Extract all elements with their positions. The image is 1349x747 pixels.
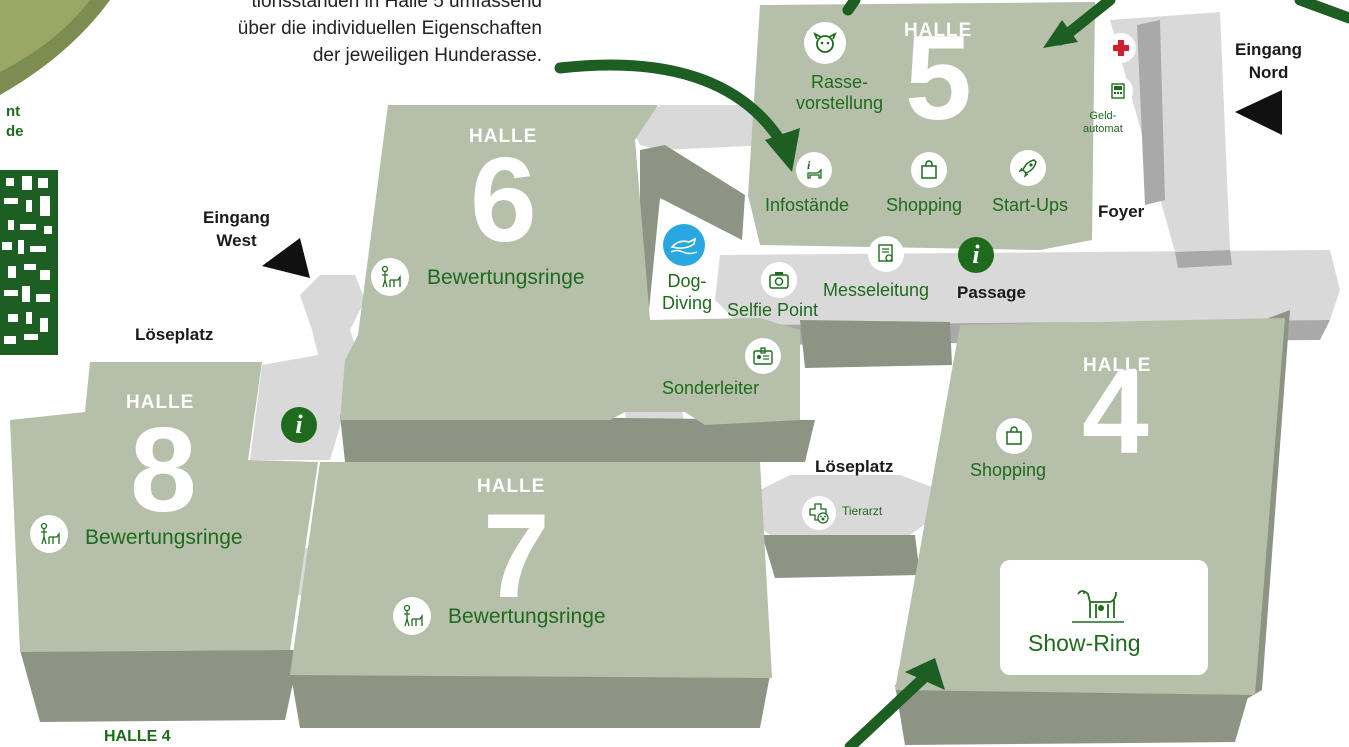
hall6-label: HALLE — [469, 126, 538, 147]
geld-label: Geld- automat — [1083, 110, 1123, 135]
north-entrance-marker — [1235, 90, 1282, 135]
hall8-label: HALLE — [126, 392, 195, 413]
handler-dog-icon[interactable] — [393, 597, 431, 635]
loeseplatz-left-label: Löseplatz — [135, 325, 214, 344]
shopping-bag-icon[interactable] — [996, 418, 1032, 454]
bewertung6-label: Bewertungsringe — [427, 266, 585, 289]
shopping4-label: Shopping — [970, 460, 1047, 480]
info-dog-icon[interactable]: i — [796, 152, 832, 188]
showring-label: Show-Ring — [1028, 630, 1141, 656]
startups-label: Start-Ups — [992, 195, 1069, 215]
rocket-icon[interactable] — [1010, 150, 1046, 186]
entrance-west-label: Eingang West — [203, 208, 271, 250]
hall8-number: 8 — [130, 403, 197, 537]
hall7-label: HALLE — [477, 476, 546, 497]
dog-face-icon[interactable] — [804, 22, 846, 64]
handler-dog-icon[interactable] — [371, 258, 409, 296]
bewertung8-label: Bewertungsringe — [85, 526, 243, 549]
diving-dog-icon[interactable] — [663, 224, 705, 266]
show-dog-icon — [1070, 580, 1126, 626]
shopping5-label: Shopping — [886, 195, 963, 215]
infostaende-label: Infostände — [765, 195, 850, 215]
atm-icon[interactable] — [1103, 76, 1133, 106]
camera-icon[interactable] — [761, 262, 797, 298]
selfie-label: Selfie Point — [727, 300, 819, 320]
sonderleiter-label: Sonderleiter — [662, 378, 760, 398]
entrance-north-label: Eingang Nord — [1235, 40, 1303, 82]
handler-dog-icon[interactable] — [30, 515, 68, 553]
direction-arrows — [554, 0, 1349, 747]
passage-label: Passage — [957, 283, 1026, 302]
hall4-number: 4 — [1082, 345, 1149, 479]
tierarzt-label: Tierarzt — [842, 504, 883, 518]
show-ring-box[interactable] — [1000, 560, 1208, 675]
west-entrance-marker — [262, 238, 310, 278]
info-icon[interactable]: i — [958, 237, 994, 273]
messeleitung-label: Messeleitung — [823, 280, 930, 300]
loeseplatz-mid-label: Löseplatz — [815, 457, 894, 476]
intro-text: tionsständen in Halle 5 umfassend über d… — [237, 0, 542, 66]
vet-cross-icon[interactable] — [802, 496, 836, 530]
foyer-label: Foyer — [1098, 202, 1145, 221]
certificate-icon[interactable] — [868, 236, 904, 272]
shopping-bag-icon[interactable] — [911, 152, 947, 188]
first-aid-icon[interactable] — [1106, 33, 1136, 63]
svg-text:i: i — [807, 158, 811, 172]
hall5-label: HALLE — [904, 20, 973, 41]
hall5-number: 5 — [905, 11, 972, 145]
left-panel-text: nt de — [6, 103, 24, 140]
id-badge-icon[interactable] — [745, 338, 781, 374]
footer-hall-label: HALLE 4 — [104, 728, 171, 745]
dog-diving-label: Dog- Diving — [662, 271, 713, 313]
hall6-number: 6 — [470, 133, 537, 267]
hall4-label: HALLE — [1083, 355, 1152, 376]
info-icon[interactable]: i — [281, 407, 317, 443]
bewertung7-label: Bewertungsringe — [448, 605, 606, 628]
rasse-label: Rasse- vorstellung — [796, 72, 884, 113]
hall7-number: 7 — [483, 489, 550, 623]
